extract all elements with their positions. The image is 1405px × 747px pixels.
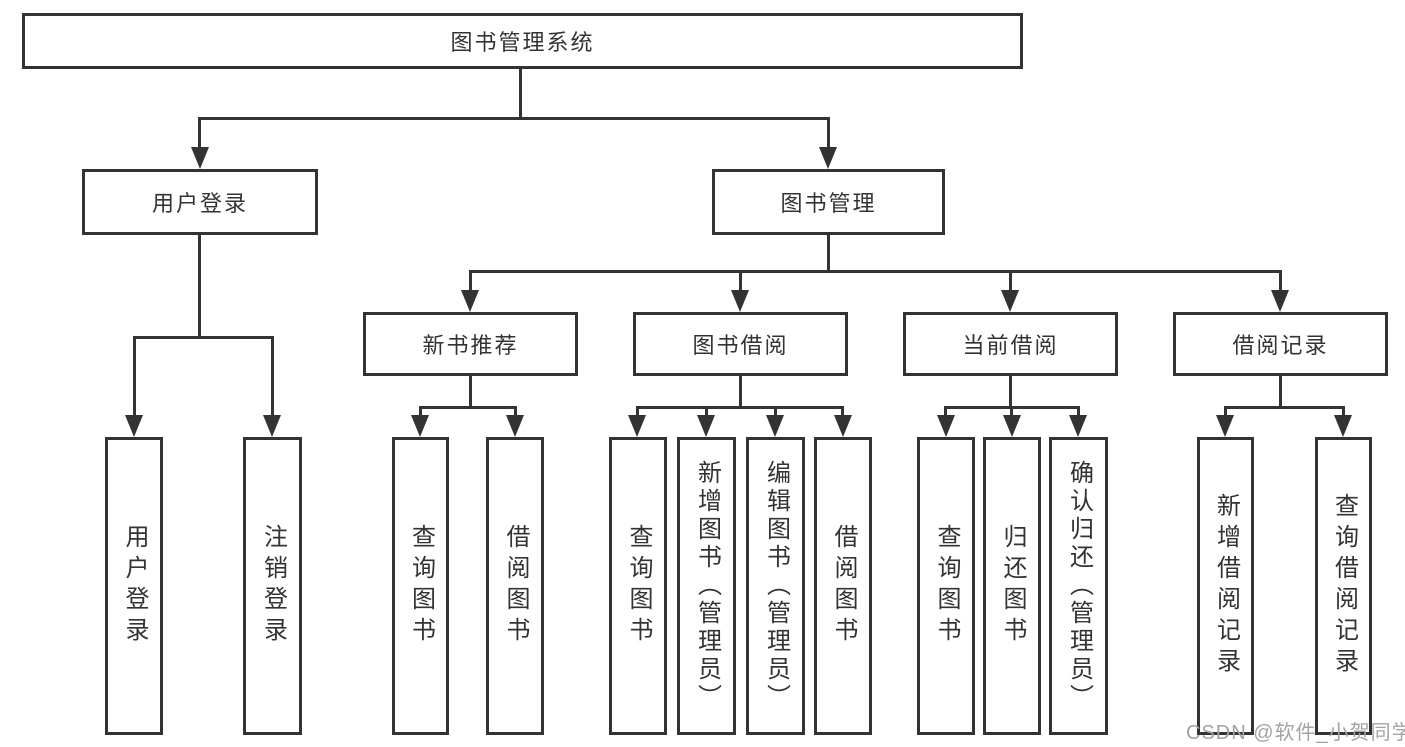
leaf-query-books-borrow: 查询图书 (609, 437, 667, 735)
connector-current-down (1009, 376, 1012, 409)
connector-user-login-down (198, 235, 201, 339)
arrow-to-query-borrow-record (1334, 415, 1352, 437)
arrow-to-leaf-user-login (125, 415, 143, 437)
connector-bor-leaf4-stem (841, 406, 844, 419)
connector-recommend-bar (419, 406, 517, 409)
leaf-confirm-return-admin: 确认归还（管理员） (1049, 437, 1108, 735)
arrow-to-user-login (191, 147, 209, 169)
node-current-borrow: 当前借阅 (903, 312, 1118, 376)
connector-bor-leaf2-stem (705, 406, 708, 419)
leaf-borrow-books: 借阅图书 (814, 437, 872, 735)
connector-rec-leaf1-stem (419, 406, 422, 419)
connector-cur-leaf1-stem (944, 406, 947, 419)
connector-bor-leaf3-stem (774, 406, 777, 419)
connector-recrd-leaf1-stem (1224, 406, 1227, 419)
connector-records-stem (1279, 270, 1282, 292)
arrow-to-edit-book-admin (766, 415, 784, 437)
arrow-to-borrow-books (834, 415, 852, 437)
connector-book-management-stem (827, 117, 830, 150)
connector-records-down (1279, 376, 1282, 409)
arrow-to-book-management (819, 147, 837, 169)
arrow-to-return-books (1003, 415, 1021, 437)
node-book-management: 图书管理 (712, 169, 945, 235)
connector-root-bar (198, 117, 830, 120)
connector-records-bar (1224, 406, 1345, 409)
connector-user-login-bar (133, 336, 274, 339)
connector-cur-leaf3-stem (1077, 406, 1080, 419)
connector-user-login-stem (198, 117, 201, 150)
connector-bor-leaf1-stem (636, 406, 639, 419)
arrow-to-confirm-return-admin (1069, 415, 1087, 437)
node-library-management-system: 图书管理系统 (22, 13, 1023, 69)
node-borrow-records: 借阅记录 (1173, 312, 1388, 376)
leaf-edit-book-admin: 编辑图书（管理员） (746, 437, 805, 735)
arrow-to-add-borrow-record (1216, 415, 1234, 437)
node-new-book-recommend: 新书推荐 (363, 312, 578, 376)
arrow-to-current-borrow (1001, 290, 1019, 312)
connector-borrow-down (739, 376, 742, 409)
arrow-to-new-book-recommend (461, 290, 479, 312)
arrow-to-leaf-logout (263, 415, 281, 437)
arrow-to-query-books-borrow (628, 415, 646, 437)
connector-borrow-bar (636, 406, 844, 409)
leaf-return-books: 归还图书 (983, 437, 1041, 735)
connector-cur-leaf2-stem (1010, 406, 1013, 419)
connector-current-stem (1009, 270, 1012, 292)
leaf-user-login: 用户登录 (105, 437, 163, 735)
leaf-query-books-recommend: 查询图书 (392, 437, 449, 735)
connector-recommend-stem (469, 270, 472, 292)
connector-borrow-stem (739, 270, 742, 292)
node-user-login: 用户登录 (82, 169, 318, 235)
connector-recommend-down (469, 376, 472, 409)
connector-recrd-leaf2-stem (1342, 406, 1345, 419)
leaf-logout: 注销登录 (243, 437, 302, 735)
leaf-add-book-admin: 新增图书（管理员） (677, 437, 736, 735)
connector-level3-bar (469, 270, 1282, 273)
arrow-to-borrow-books-recommend (506, 415, 524, 437)
connector-leaf-logout-stem (271, 336, 274, 418)
arrow-to-query-books-current (937, 415, 955, 437)
connector-leaf-user-login-stem (133, 336, 136, 418)
connector-rec-leaf2-stem (514, 406, 517, 419)
leaf-query-borrow-record: 查询借阅记录 (1315, 437, 1372, 735)
arrow-to-borrow-records (1271, 290, 1289, 312)
connector-root-stem (519, 67, 522, 119)
leaf-query-books-current: 查询图书 (917, 437, 975, 735)
leaf-borrow-books-recommend: 借阅图书 (486, 437, 544, 735)
arrow-to-query-books-recommend (411, 415, 429, 437)
connector-book-management-down (827, 235, 830, 273)
leaf-add-borrow-record: 新增借阅记录 (1197, 437, 1254, 735)
csdn-watermark: CSDN @软件_小贺同学 (1186, 722, 1405, 744)
arrow-to-book-borrow (731, 290, 749, 312)
arrow-to-add-book-admin (697, 415, 715, 437)
node-book-borrow: 图书借阅 (633, 312, 848, 376)
